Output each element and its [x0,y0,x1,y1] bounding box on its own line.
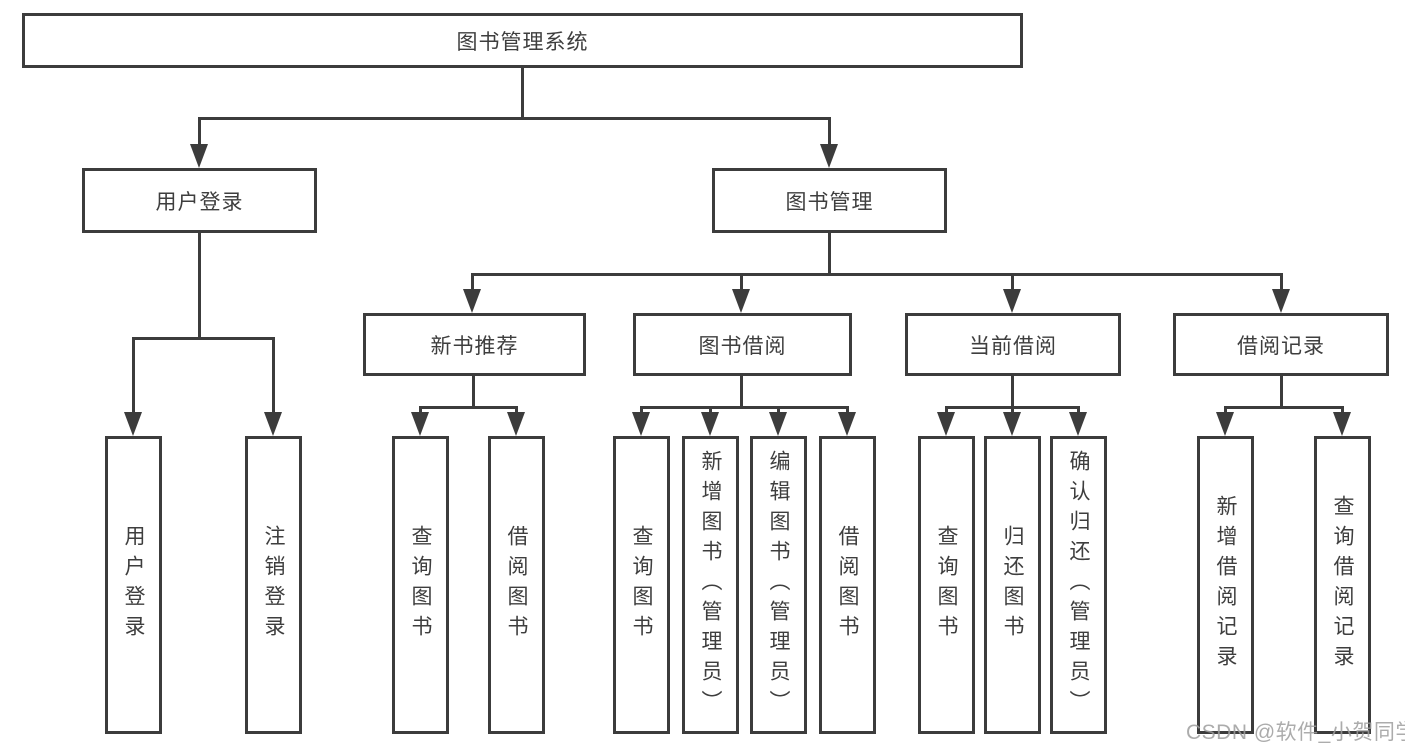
connector-bookmgmt-stem [828,233,831,276]
connector-root-drop-right [828,117,831,149]
leaf-nb-query-books-label: 查询图书 [409,525,432,645]
connector-newbook-rail [419,406,518,409]
leaf-bb-add-books-label: 新增图书（管理员） [699,450,722,720]
connector-root-stem [521,68,524,119]
leaf-logout: 注销登录 [245,436,302,734]
leaf-bb-query-books: 查询图书 [613,436,670,734]
leaf-nb-borrow-books-label: 借阅图书 [505,525,528,645]
arrow-down-icon [838,412,856,436]
leaf-bb-edit-books-label: 编辑图书（管理员） [767,450,790,720]
connector-current-stem [1011,376,1014,409]
arrow-down-icon [264,412,282,436]
leaf-user-login-label: 用户登录 [122,525,145,645]
arrow-down-icon [411,412,429,436]
node-root-label: 图书管理系统 [456,30,589,54]
connector-userlogin-stem [198,233,201,340]
arrow-down-icon [820,144,838,168]
leaf-br-query-record-label: 查询借阅记录 [1331,495,1354,675]
leaf-br-add-record-label: 新增借阅记录 [1214,495,1237,675]
arrow-down-icon [1003,412,1021,436]
arrow-down-icon [1272,289,1290,313]
leaf-cb-query-books: 查询图书 [918,436,975,734]
connector-userlogin-drop-1 [132,337,135,416]
leaf-nb-borrow-books: 借阅图书 [488,436,545,734]
connector-bookmgmt-drop-4 [1280,273,1283,295]
leaf-cb-confirm-return: 确认归还（管理员） [1050,436,1107,734]
node-new-book-recommend: 新书推荐 [363,313,586,376]
arrow-down-icon [1069,412,1087,436]
connector-userlogin-rail [132,337,275,340]
connector-root-rail [198,117,831,120]
arrow-down-icon [732,289,750,313]
node-book-management-label: 图书管理 [785,190,874,214]
connector-userlogin-drop-2 [272,337,275,416]
node-borrowing-records-label: 借阅记录 [1237,334,1325,358]
connector-bookmgmt-drop-2 [740,273,743,295]
connector-newbook-stem [472,376,475,409]
leaf-cb-confirm-return-label: 确认归还（管理员） [1067,450,1090,720]
connector-borrowing-rail [640,406,849,409]
connector-records-stem [1280,376,1283,409]
leaf-bb-add-books: 新增图书（管理员） [682,436,739,734]
arrow-down-icon [190,144,208,168]
connector-bookmgmt-rail [471,273,1283,276]
leaf-cb-return-books-label: 归还图书 [1001,525,1024,645]
node-new-book-recommend-label: 新书推荐 [430,334,519,358]
leaf-bb-query-books-label: 查询图书 [630,525,653,645]
watermark: CSDN @软件_小贺同学 [1186,721,1405,744]
arrow-down-icon [124,412,142,436]
arrow-down-icon [769,412,787,436]
leaf-bb-borrow-books: 借阅图书 [819,436,876,734]
connector-bookmgmt-drop-3 [1011,273,1014,295]
arrow-down-icon [701,412,719,436]
node-current-borrowing: 当前借阅 [905,313,1121,376]
connector-bookmgmt-drop-1 [471,273,474,295]
leaf-user-login: 用户登录 [105,436,162,734]
arrow-down-icon [632,412,650,436]
leaf-logout-label: 注销登录 [262,525,285,645]
node-book-borrowing: 图书借阅 [633,313,852,376]
leaf-cb-query-books-label: 查询图书 [935,525,958,645]
node-user-login: 用户登录 [82,168,317,233]
leaf-bb-edit-books: 编辑图书（管理员） [750,436,807,734]
node-book-management: 图书管理 [712,168,947,233]
arrow-down-icon [463,289,481,313]
arrow-down-icon [937,412,955,436]
node-borrowing-records: 借阅记录 [1173,313,1389,376]
connector-borrowing-stem [740,376,743,409]
node-root: 图书管理系统 [22,13,1023,68]
arrow-down-icon [1333,412,1351,436]
node-current-borrowing-label: 当前借阅 [969,334,1057,358]
leaf-cb-return-books: 归还图书 [984,436,1041,734]
leaf-nb-query-books: 查询图书 [392,436,449,734]
node-user-login-label: 用户登录 [155,190,244,214]
arrow-down-icon [1003,289,1021,313]
arrow-down-icon [507,412,525,436]
leaf-br-query-record: 查询借阅记录 [1314,436,1371,734]
arrow-down-icon [1216,412,1234,436]
leaf-br-add-record: 新增借阅记录 [1197,436,1254,734]
connector-records-rail [1224,406,1343,409]
node-book-borrowing-label: 图书借阅 [698,334,787,358]
leaf-bb-borrow-books-label: 借阅图书 [836,525,859,645]
connector-root-drop-left [198,117,201,149]
